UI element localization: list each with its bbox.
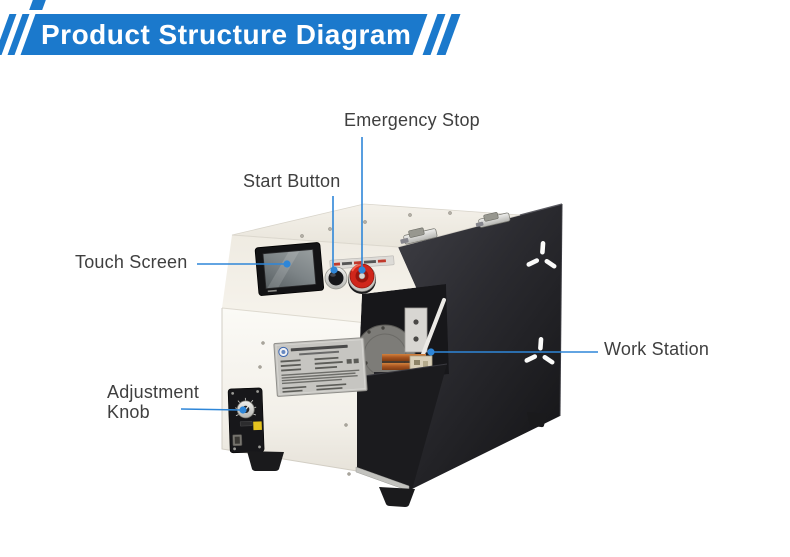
fan-vent-icon bbox=[524, 337, 555, 365]
callout-leader-lines bbox=[180, 137, 598, 414]
fan-vent-icon bbox=[526, 241, 557, 269]
start-button-component bbox=[324, 266, 348, 290]
screw-icon bbox=[300, 211, 452, 238]
callout-touch-screen: Touch Screen bbox=[75, 252, 188, 272]
emergency-stop-leader-dot bbox=[358, 266, 366, 274]
start-button-leader-dot bbox=[330, 266, 338, 274]
adjustment-knob-leader-line bbox=[180, 408, 242, 411]
callout-emergency-stop: Emergency Stop bbox=[344, 110, 480, 130]
latch-clamp-icon bbox=[400, 212, 511, 245]
callout-adjustment-knob: Adjustment Knob bbox=[107, 382, 200, 422]
touch-screen-component bbox=[254, 242, 325, 296]
rubber-foot bbox=[247, 412, 547, 507]
callout-work-station: Work Station bbox=[604, 339, 710, 359]
touch-screen-leader-dot bbox=[283, 260, 291, 268]
adjustment-knob-panel bbox=[227, 387, 265, 454]
adjustment-knob-leader-dot bbox=[239, 406, 247, 414]
work-station-leader-dot bbox=[427, 348, 435, 356]
yellow-sticker bbox=[253, 421, 262, 431]
spec-label-plate bbox=[273, 337, 368, 397]
callout-start-button: Start Button bbox=[243, 171, 341, 191]
